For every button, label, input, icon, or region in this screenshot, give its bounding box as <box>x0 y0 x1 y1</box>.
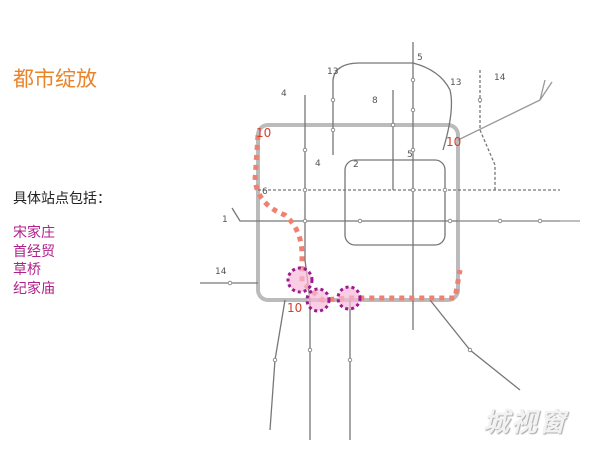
watermark-logo: 城视窗 <box>483 408 568 438</box>
line-label: 5 <box>417 53 423 63</box>
station-item: 首经贸 <box>13 243 55 260</box>
station-item: 纪家庙 <box>13 280 55 297</box>
line-1 <box>231 207 560 222</box>
ring-line-label: 10 <box>287 301 302 315</box>
station-marker-songjiazhuang <box>286 266 314 294</box>
station-list: 宋家庄 首经贸 草桥 纪家庙 <box>13 224 55 298</box>
yizhuang-line <box>429 299 521 391</box>
station-item: 宋家庄 <box>13 225 55 241</box>
station-marker-caoqiao <box>336 285 362 311</box>
line-label: 6 <box>262 187 268 197</box>
line-label: 8 <box>372 96 378 106</box>
line-label: 4 <box>281 89 287 99</box>
line-label: 13 <box>450 78 461 88</box>
line-label: 14 <box>494 73 506 83</box>
stations-intro: 具体站点包括： <box>13 191 111 207</box>
line-label: 4 <box>315 159 321 169</box>
line-label: 14 <box>215 267 227 277</box>
slide-title: 都市绽放 <box>13 67 97 91</box>
line-label: 1 <box>222 215 228 225</box>
line-2-loop <box>344 159 446 246</box>
airport-line <box>457 79 553 141</box>
station-dots <box>227 77 543 363</box>
ring-line-label: 10 <box>256 126 271 140</box>
line-4 <box>304 95 311 440</box>
line-10-ring <box>256 123 460 302</box>
line-label: 13 <box>327 67 338 77</box>
station-marker-shoujingmao <box>305 287 331 313</box>
line-label: 5 <box>407 150 413 160</box>
ring-line-label: 10 <box>446 135 461 149</box>
line-14 <box>479 70 496 190</box>
line-13 <box>332 62 453 155</box>
line-label: 2 <box>353 160 359 170</box>
station-item: 草桥 <box>13 262 41 278</box>
fangshan-line <box>269 299 286 431</box>
